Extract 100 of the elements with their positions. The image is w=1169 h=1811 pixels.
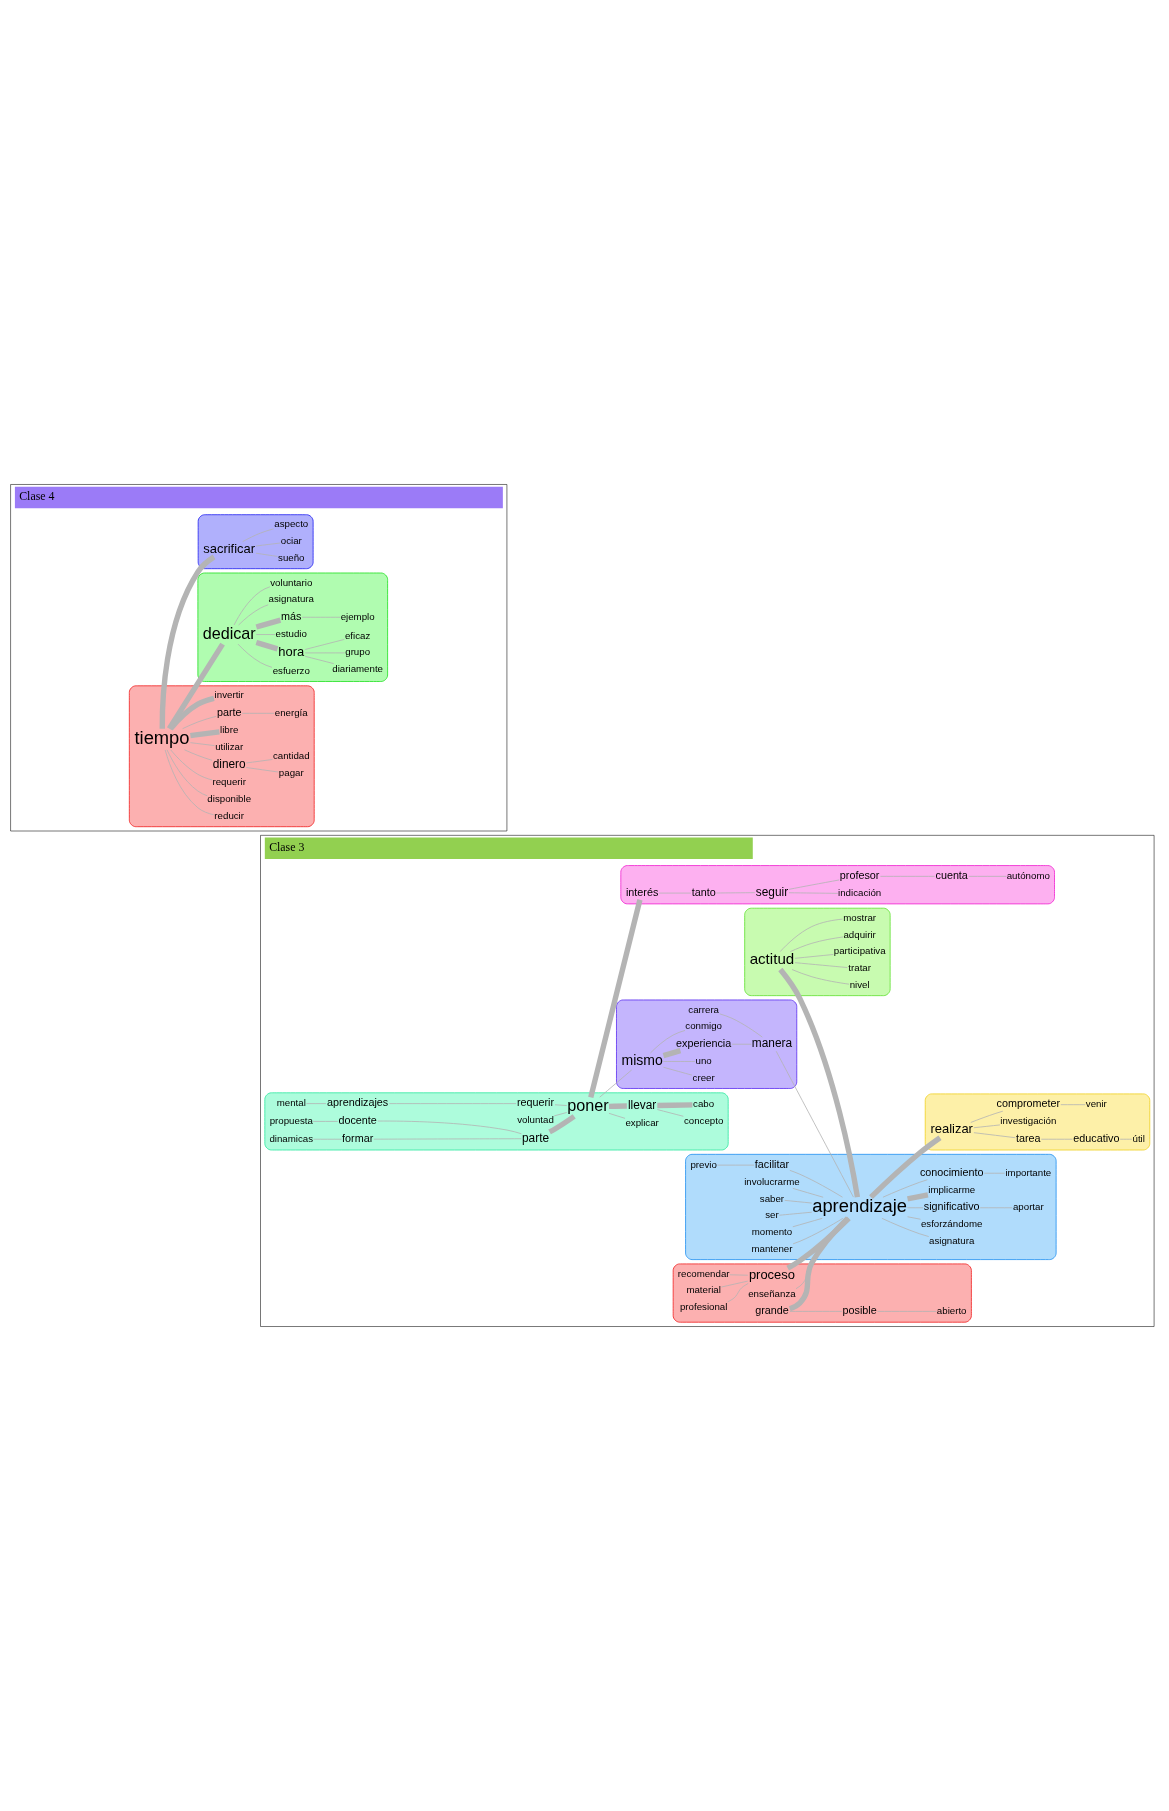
node-text: más — [281, 609, 302, 622]
connector — [313, 1138, 342, 1140]
node-text: educativo — [1073, 1131, 1120, 1144]
node-text: aprendizaje — [812, 1195, 908, 1217]
node-text: voluntario — [270, 576, 313, 588]
connector — [159, 554, 216, 729]
connector — [979, 1207, 1013, 1209]
cluster — [685, 1153, 1057, 1260]
node-text: implicarme — [928, 1183, 976, 1195]
connector — [1040, 1138, 1073, 1140]
connector — [245, 767, 279, 773]
node-text: propuesta — [269, 1114, 313, 1126]
node-text: libre — [220, 723, 239, 735]
connector — [662, 1048, 682, 1059]
connector — [312, 1121, 339, 1122]
node-text: participativa — [833, 945, 886, 957]
connector — [792, 1217, 844, 1245]
connector — [907, 1207, 924, 1209]
connector — [779, 918, 843, 953]
connector — [1060, 1104, 1086, 1106]
node-text: diariamente — [332, 662, 384, 674]
node-text: reducir — [214, 809, 245, 821]
node-text: profesional — [679, 1301, 728, 1313]
connector — [715, 892, 756, 894]
node-text: aspecto — [274, 518, 309, 530]
connector — [166, 642, 225, 731]
node-text: nivel — [849, 978, 870, 990]
node-text: comprometer — [996, 1097, 1061, 1110]
cluster — [264, 1092, 729, 1151]
connector — [881, 1217, 930, 1237]
connector — [869, 1135, 942, 1200]
node-text: enseñanza — [748, 1287, 796, 1299]
connector — [794, 954, 834, 959]
node-text: explicar — [625, 1116, 659, 1128]
node-text: conocimiento — [919, 1165, 984, 1178]
node-text: asignatura — [929, 1235, 975, 1247]
node-text: abierto — [936, 1304, 967, 1316]
connector — [968, 875, 1007, 877]
node-text: formar — [342, 1131, 374, 1144]
connector — [657, 1102, 693, 1109]
connector — [608, 1103, 627, 1110]
connector — [882, 1179, 928, 1198]
connector — [238, 604, 269, 626]
connector — [788, 1216, 850, 1312]
connector — [599, 1069, 633, 1098]
node-text: aportar — [1012, 1201, 1044, 1213]
connector — [983, 1172, 1006, 1174]
node-text: experiencia — [676, 1036, 732, 1049]
connector — [242, 528, 274, 543]
connector — [721, 1280, 749, 1288]
node-text: mostrar — [843, 911, 877, 923]
connector — [255, 639, 279, 652]
node-text: adquirir — [843, 928, 876, 940]
connector — [791, 969, 850, 985]
connector — [877, 1311, 937, 1312]
connector — [237, 643, 273, 668]
node-text: tiempo — [134, 726, 190, 748]
node-text: carrera — [688, 1003, 720, 1015]
node-text: realizar — [930, 1121, 973, 1137]
connector — [554, 1104, 568, 1106]
node-text: actitud — [749, 950, 795, 968]
connector — [970, 1110, 1004, 1123]
node-text: estudio — [275, 627, 307, 639]
connector — [784, 1199, 813, 1204]
node-text: invertir — [214, 689, 244, 701]
connector — [245, 759, 273, 764]
connector — [792, 1217, 823, 1228]
node-text: asignatura — [268, 593, 314, 605]
connector — [182, 715, 217, 730]
cluster — [924, 1093, 1151, 1151]
node-text: sacrificar — [203, 540, 256, 556]
connector — [663, 1061, 696, 1062]
connector — [166, 749, 208, 797]
connector — [255, 542, 281, 547]
node-text: involucrarme — [744, 1175, 800, 1187]
node-text: importante — [1005, 1166, 1052, 1178]
node-text: posible — [842, 1304, 877, 1317]
node-text: previo — [690, 1158, 717, 1170]
node-text: seguir — [755, 884, 789, 899]
connector — [973, 1124, 1001, 1129]
node-text: facilitar — [754, 1157, 790, 1170]
connector — [729, 1274, 749, 1276]
connector — [255, 634, 276, 635]
connector — [377, 1120, 522, 1135]
connector — [189, 742, 215, 747]
connector — [170, 749, 213, 781]
node-text: interés — [625, 885, 659, 898]
node-text: aprendizajes — [327, 1096, 389, 1109]
node-text: tarea — [1016, 1131, 1041, 1144]
node-text: pagar — [278, 767, 304, 779]
connector — [789, 1311, 843, 1312]
node-text: momento — [751, 1225, 793, 1237]
connector — [879, 875, 936, 877]
connector — [656, 1109, 684, 1117]
connector — [255, 617, 282, 630]
node-text: investigación — [1000, 1115, 1057, 1127]
node-text: sueño — [278, 551, 305, 563]
connector — [304, 652, 346, 654]
connector — [658, 892, 692, 894]
cluster — [197, 514, 314, 570]
